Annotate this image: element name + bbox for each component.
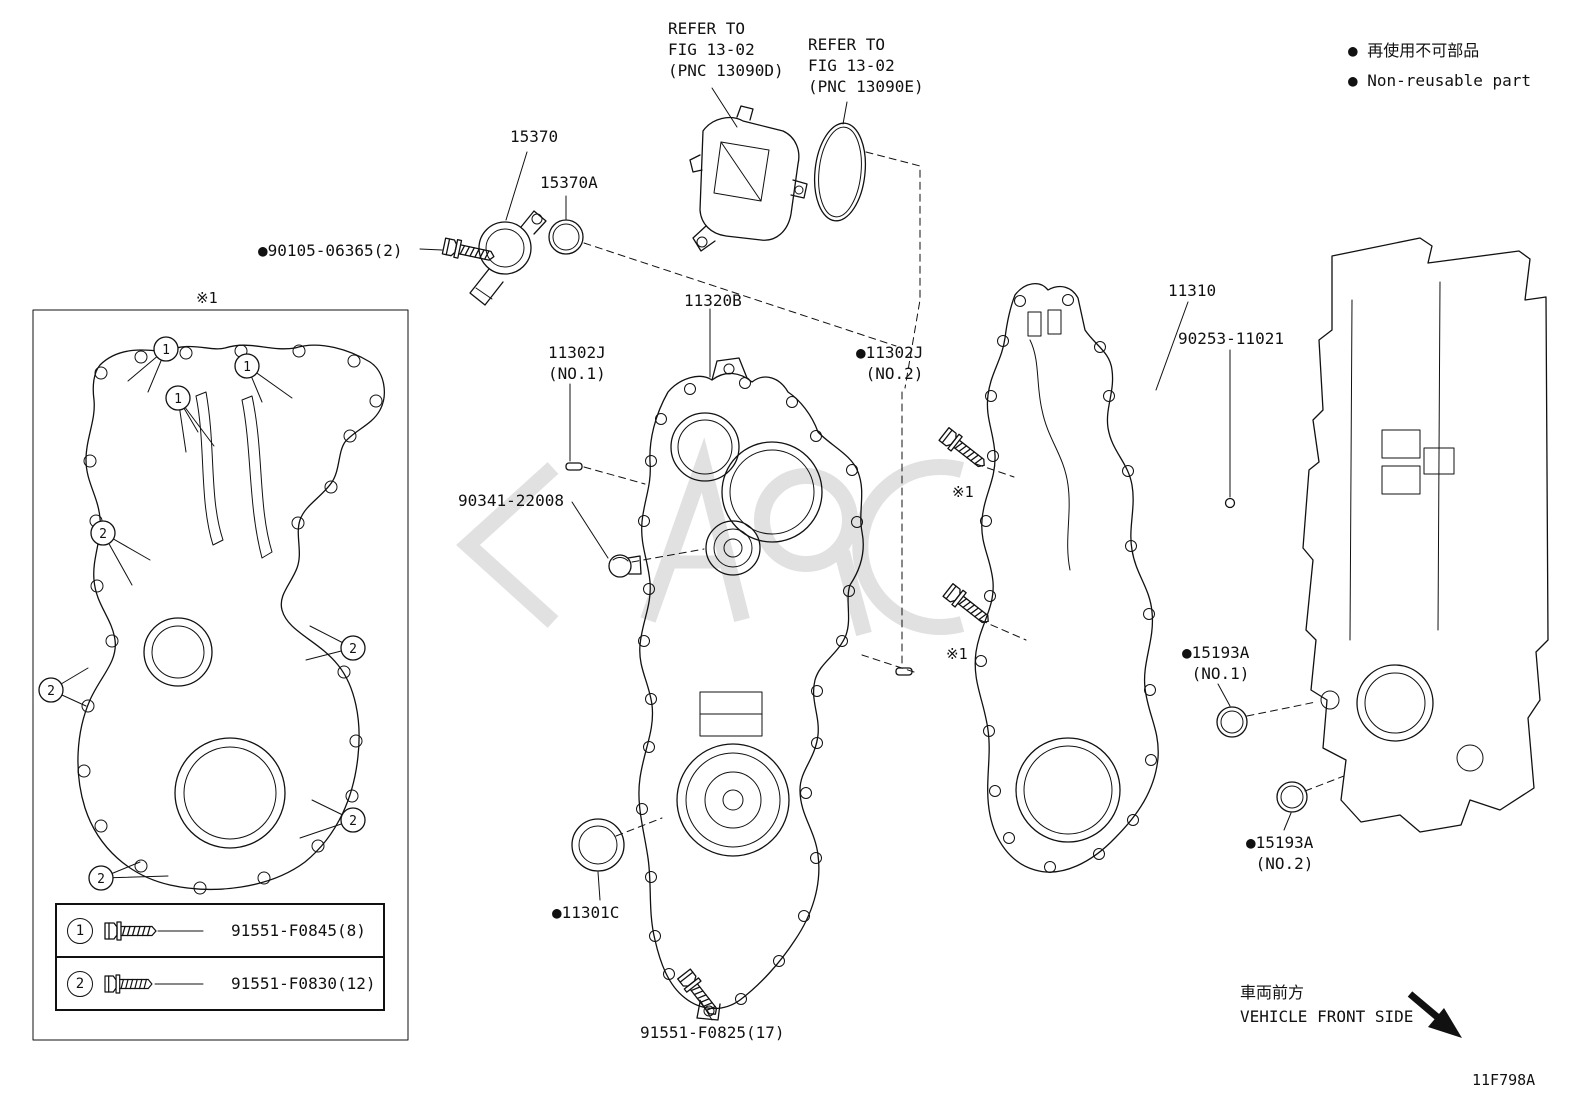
callout-number: 1 bbox=[174, 392, 182, 407]
callout-number: 1 bbox=[243, 360, 251, 375]
bolt-holes bbox=[77, 344, 383, 895]
stud-pin-90253 bbox=[1224, 497, 1236, 509]
callout-number: 2 bbox=[349, 814, 357, 829]
bolt-holes bbox=[636, 377, 863, 1005]
part-label-11301c[interactable]: ●11301C bbox=[552, 903, 620, 922]
asterisk1-box: ※1 bbox=[196, 289, 218, 307]
callout-number: 1 bbox=[162, 343, 170, 358]
refer-part-drawing bbox=[689, 105, 867, 252]
callout-leaders bbox=[50, 348, 354, 879]
seal-15193a-no1 bbox=[1216, 706, 1248, 738]
legend-num-cell: 1 bbox=[57, 917, 103, 944]
chain-case-11310-drawing bbox=[974, 283, 1236, 873]
part-label-11310[interactable]: 11310 bbox=[1168, 281, 1217, 300]
callout-1: 1 bbox=[67, 917, 93, 944]
callout-1: 1 bbox=[165, 385, 191, 411]
seal-15193a-no2 bbox=[1276, 781, 1308, 813]
callout-2: 2 bbox=[90, 520, 116, 546]
timing-cover-front-view bbox=[636, 357, 864, 1021]
callout-2: 2 bbox=[67, 970, 93, 997]
dowel-pin-11302j-no2 bbox=[895, 667, 913, 676]
refer-note-e: REFER TO FIG 13-02 (PNC 13090E) bbox=[808, 35, 924, 96]
part-label-90105[interactable]: ●90105-06365(2) bbox=[258, 241, 403, 260]
plug-90341 bbox=[608, 554, 642, 578]
legend-row-1: 1 91551-F0845(8) bbox=[57, 905, 383, 958]
callout-number: 2 bbox=[349, 642, 357, 657]
asterisk1-lower: ※1 bbox=[946, 645, 968, 663]
callout-1: 1 bbox=[153, 336, 179, 362]
part-label-11302j-no2[interactable]: ●11302J (NO.2) bbox=[856, 343, 924, 383]
bolt-holes bbox=[975, 294, 1157, 873]
callout-number: 2 bbox=[97, 872, 105, 887]
vehicle-front-jp: 車両前方 bbox=[1240, 983, 1305, 1002]
callout-2: 2 bbox=[340, 635, 366, 661]
timing-cover-rear-view: 1 1 1 2 2 2 2 2 bbox=[38, 336, 385, 895]
part-label-90341[interactable]: 90341-22008 bbox=[458, 491, 564, 510]
part-label-11302j-no1[interactable]: 11302J (NO.1) bbox=[548, 343, 606, 383]
fastener-legend: 1 91551-F0845(8) 2 91551-F0830(12) bbox=[55, 903, 385, 1011]
dashed-leader-lines bbox=[583, 151, 1345, 837]
callout-2: 2 bbox=[38, 677, 64, 703]
callout-2: 2 bbox=[340, 807, 366, 833]
part-label-15370a[interactable]: 15370A bbox=[540, 173, 598, 192]
engine-block-drawing bbox=[1302, 237, 1549, 833]
refer-note-d: REFER TO FIG 13-02 (PNC 13090D) bbox=[668, 19, 784, 80]
legend-num-cell: 2 bbox=[57, 970, 103, 997]
asterisk1-upper: ※1 bbox=[952, 483, 974, 501]
part-label-11320b[interactable]: 11320B bbox=[684, 291, 742, 310]
non-reusable-en: ● Non-reusable part bbox=[1348, 71, 1532, 90]
dowel-pin-11302j-no1 bbox=[565, 462, 583, 471]
non-reusable-jp: ● 再使用不可部品 bbox=[1348, 41, 1480, 60]
part-label-91551-f0825[interactable]: 91551-F0825(17) bbox=[640, 1023, 785, 1042]
callout-2: 2 bbox=[88, 865, 114, 891]
callout-number: 2 bbox=[99, 527, 107, 542]
figure-code: 11F798A bbox=[1472, 1071, 1536, 1089]
callouts: 1 1 1 2 2 2 2 2 bbox=[38, 336, 366, 891]
bolt-icon-row2 bbox=[104, 973, 204, 994]
removed-view-box: 1 1 1 2 2 2 2 2 bbox=[32, 309, 409, 1041]
part-label-90253[interactable]: 90253-11021 bbox=[1178, 329, 1284, 348]
legend-part-number[interactable]: 91551-F0830(12) bbox=[231, 974, 376, 993]
o-ring-15370a bbox=[548, 219, 584, 255]
bolt-90105 bbox=[441, 236, 497, 267]
watermark bbox=[456, 437, 965, 637]
callout-number: 2 bbox=[47, 684, 55, 699]
leader-lines bbox=[419, 87, 1292, 1021]
legend-row-2: 2 91551-F0830(12) bbox=[57, 958, 383, 1009]
vehicle-front-en: VEHICLE FRONT SIDE bbox=[1240, 1007, 1414, 1026]
legend-part-number[interactable]: 91551-F0845(8) bbox=[231, 921, 366, 940]
vehicle-front-arrow bbox=[1407, 991, 1462, 1038]
bolt-91551-f0825 bbox=[676, 967, 724, 1021]
callout-1: 1 bbox=[234, 353, 260, 379]
oil-seal-11301c bbox=[571, 818, 625, 872]
gasket-13090e bbox=[813, 122, 867, 222]
part-label-15193a-no1[interactable]: ●15193A (NO.1) bbox=[1182, 643, 1250, 683]
part-label-15370[interactable]: 15370 bbox=[510, 127, 559, 146]
part-label-15193a-no2[interactable]: ●15193A (NO.2) bbox=[1246, 833, 1314, 873]
bolt-icon-row1 bbox=[104, 920, 204, 941]
part-15370-drawing bbox=[469, 210, 584, 306]
